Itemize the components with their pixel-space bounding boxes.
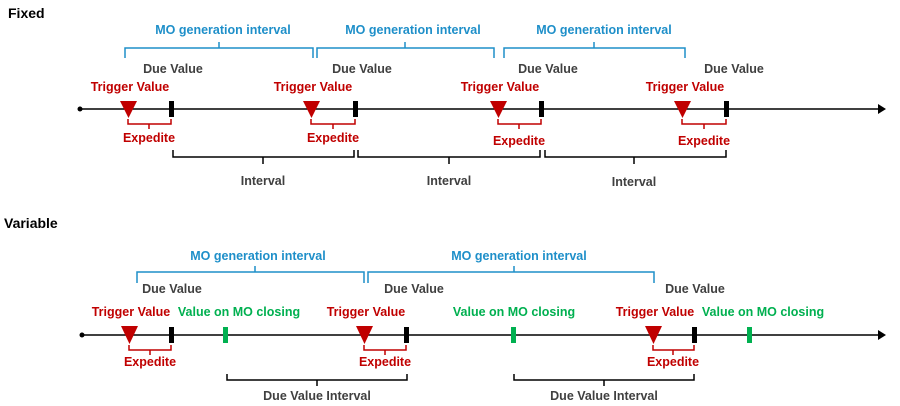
fixed-expedite-bracket-2: [310, 119, 356, 129]
variable-due-label-2: Due Value: [384, 282, 444, 296]
variable-trigger-triangle-icon-1: [121, 326, 138, 344]
fixed-interval-brackets: [172, 150, 727, 164]
fixed-due-tick-icon-1: [169, 101, 174, 117]
variable-closing-label-3: Value on MO closing: [702, 305, 824, 319]
variable-due-tick-icon-1: [169, 327, 174, 343]
variable-closing-tick-icon-2: [511, 327, 516, 343]
variable-due-interval-brackets: [226, 374, 695, 386]
fixed-interval-label-2: Interval: [427, 174, 471, 188]
fixed-expedite-label-4: Expedite: [678, 134, 730, 148]
variable-closing-label-2: Value on MO closing: [453, 305, 575, 319]
fixed-trigger-triangle-icon-4: [674, 101, 691, 118]
fixed-expedite-label-3: Expedite: [493, 134, 545, 148]
fixed-due-tick-icon-4: [724, 101, 729, 117]
variable-trigger-triangle-icon-2: [356, 326, 373, 344]
variable-trigger-label-3: Trigger Value: [616, 305, 695, 319]
variable-due-interval-label-2: Due Value Interval: [550, 389, 658, 403]
variable-expedite-brackets: [128, 345, 695, 355]
variable-due-label-1: Due Value: [142, 282, 202, 296]
fixed-section-title: Fixed: [8, 5, 45, 21]
variable-closing-label-1: Value on MO closing: [178, 305, 300, 319]
variable-closing-tick-icon-3: [747, 327, 752, 343]
variable-closing-tick-icon-1: [223, 327, 228, 343]
fixed-expedite-bracket-4: [681, 119, 727, 129]
fixed-due-label-4: Due Value: [704, 62, 764, 76]
variable-expedite-label-3: Expedite: [647, 355, 699, 369]
fixed-axis-arrow-icon: [878, 104, 886, 114]
fixed-mo-label-1: MO generation interval: [155, 23, 290, 37]
fixed-expedite-label-1: Expedite: [123, 131, 175, 145]
variable-due-interval-label-1: Due Value Interval: [263, 389, 371, 403]
variable-mo-bracket-2: [367, 266, 655, 283]
variable-axis-origin-dot: [79, 332, 85, 338]
fixed-trigger-label-3: Trigger Value: [461, 80, 540, 94]
variable-due-tick-icon-3: [692, 327, 697, 343]
fixed-due-label-1: Due Value: [143, 62, 203, 76]
variable-due-label-3: Due Value: [665, 282, 725, 296]
variable-expedite-bracket-3: [652, 345, 695, 355]
variable-trigger-label-2: Trigger Value: [327, 305, 406, 319]
fixed-due-tick-icon-2: [353, 101, 358, 117]
variable-due-interval-bracket-1: [226, 374, 408, 386]
fixed-trigger-label-1: Trigger Value: [91, 80, 170, 94]
variable-trigger-label-1: Trigger Value: [92, 305, 171, 319]
variable-mo-bracket-1: [136, 266, 365, 283]
fixed-trigger-triangle-icon-3: [490, 101, 507, 118]
variable-trigger-triangle-icon-3: [645, 326, 662, 344]
fixed-expedite-bracket-1: [127, 119, 172, 129]
fixed-due-tick-icon-3: [539, 101, 544, 117]
fixed-mo-bracket-1: [124, 42, 314, 58]
variable-mo-label-1: MO generation interval: [190, 249, 325, 263]
fixed-trigger-label-4: Trigger Value: [646, 80, 725, 94]
variable-section-title: Variable: [4, 215, 58, 231]
fixed-interval-bracket-3: [544, 150, 727, 164]
variable-expedite-bracket-1: [128, 345, 172, 355]
fixed-mo-bracket-3: [503, 42, 686, 58]
fixed-expedite-label-2: Expedite: [307, 131, 359, 145]
fixed-mo-brackets: [124, 42, 686, 58]
variable-expedite-label-1: Expedite: [124, 355, 176, 369]
variable-due-tick-icon-2: [404, 327, 409, 343]
fixed-expedite-bracket-3: [497, 119, 542, 129]
fixed-interval-label-3: Interval: [612, 175, 656, 189]
fixed-due-label-3: Due Value: [518, 62, 578, 76]
fixed-mo-bracket-2: [316, 42, 495, 58]
fixed-trigger-triangle-icon-2: [303, 101, 320, 118]
variable-due-interval-bracket-2: [513, 374, 695, 386]
fixed-axis-origin-dot: [77, 106, 83, 112]
fixed-due-label-2: Due Value: [332, 62, 392, 76]
fixed-expedite-brackets: [127, 119, 727, 129]
fixed-mo-label-2: MO generation interval: [345, 23, 480, 37]
variable-expedite-bracket-2: [363, 345, 407, 355]
variable-mo-label-2: MO generation interval: [451, 249, 586, 263]
fixed-interval-bracket-1: [172, 150, 355, 164]
fixed-interval-bracket-2: [357, 150, 541, 164]
fixed-trigger-triangle-icon-1: [120, 101, 137, 118]
variable-mo-brackets: [136, 266, 655, 283]
fixed-trigger-label-2: Trigger Value: [274, 80, 353, 94]
variable-expedite-label-2: Expedite: [359, 355, 411, 369]
fixed-interval-label-1: Interval: [241, 174, 285, 188]
variable-axis-arrow-icon: [878, 330, 886, 340]
fixed-mo-label-3: MO generation interval: [536, 23, 671, 37]
